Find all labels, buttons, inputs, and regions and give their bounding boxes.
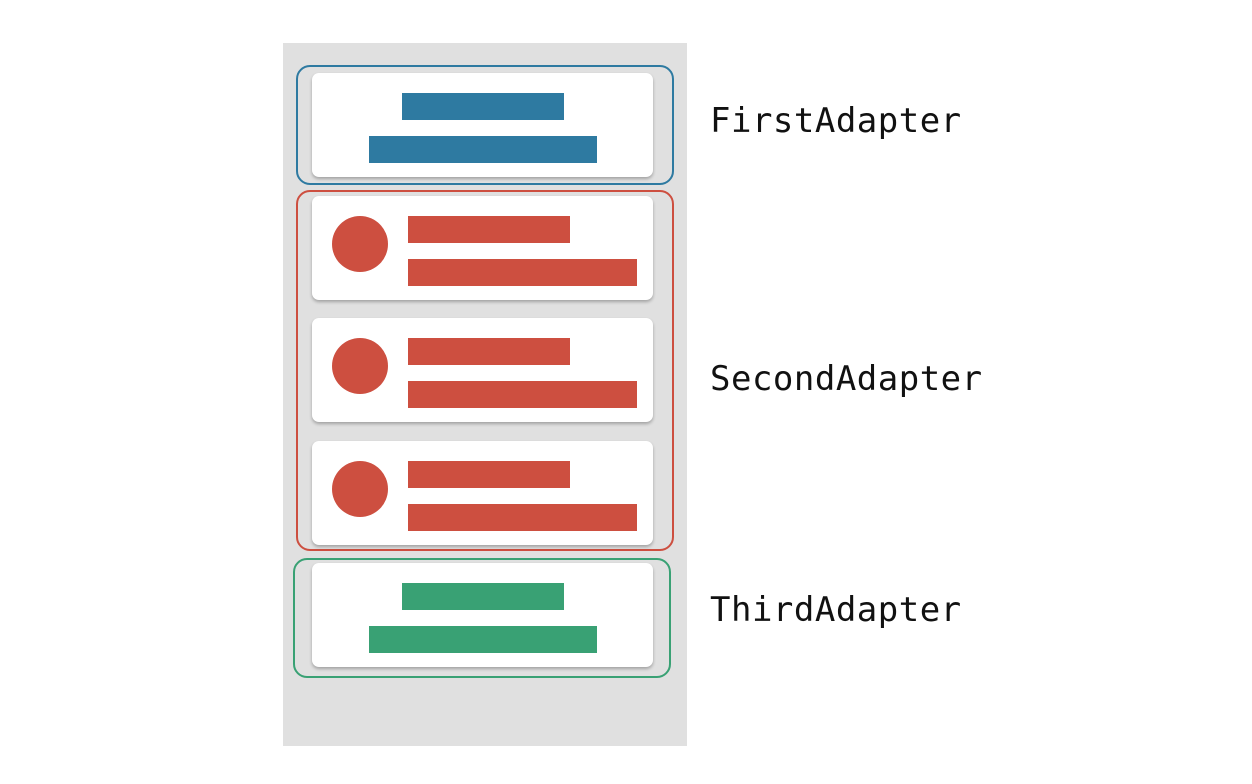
card-title-bar bbox=[402, 583, 564, 610]
card-title-bar bbox=[402, 93, 564, 120]
second-adapter-outline bbox=[296, 190, 674, 551]
card-subtitle-bar bbox=[408, 504, 637, 531]
second-adapter-card bbox=[312, 196, 653, 300]
card-subtitle-bar bbox=[369, 136, 597, 163]
third-adapter-outline bbox=[293, 558, 671, 678]
card-title-bar bbox=[408, 216, 570, 243]
first-adapter-label: FirstAdapter bbox=[710, 101, 962, 141]
first-adapter-card bbox=[312, 73, 653, 177]
third-adapter-card bbox=[312, 563, 653, 667]
card-subtitle-bar bbox=[408, 259, 637, 286]
card-title-bar bbox=[408, 461, 570, 488]
avatar-circle bbox=[332, 338, 388, 394]
card-subtitle-bar bbox=[369, 626, 597, 653]
second-adapter-card bbox=[312, 318, 653, 422]
second-adapter-card bbox=[312, 441, 653, 545]
card-subtitle-bar bbox=[408, 381, 637, 408]
card-title-bar bbox=[408, 338, 570, 365]
avatar-circle bbox=[332, 461, 388, 517]
third-adapter-label: ThirdAdapter bbox=[710, 590, 962, 630]
avatar-circle bbox=[332, 216, 388, 272]
second-adapter-label: SecondAdapter bbox=[710, 359, 983, 399]
first-adapter-outline bbox=[296, 65, 674, 185]
